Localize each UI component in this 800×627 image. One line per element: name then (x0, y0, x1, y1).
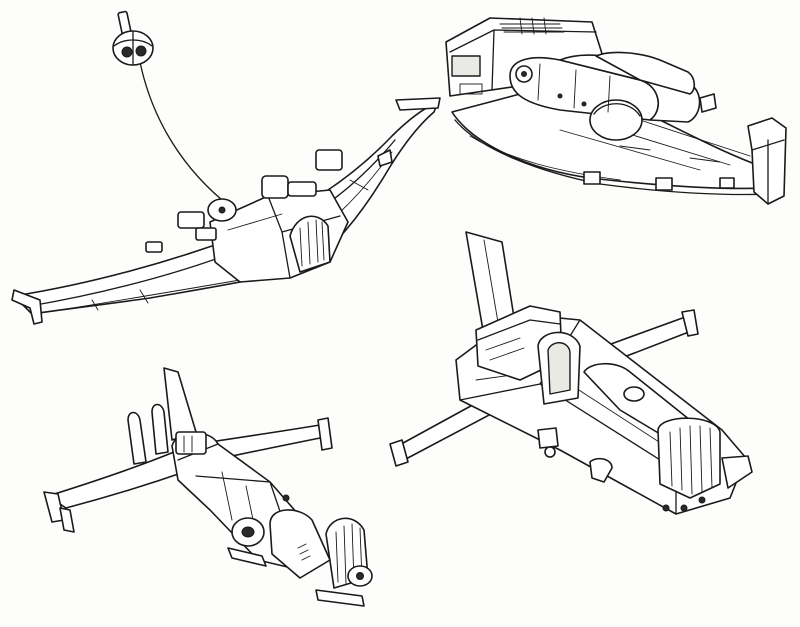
barge-front-dome (589, 99, 643, 141)
dropship-nose-grill (657, 417, 721, 499)
wing-sensor-block (315, 149, 343, 171)
tether-drone-pod (112, 10, 154, 66)
twin-tail-gunship (43, 367, 373, 607)
tethered-flying-wing (11, 10, 441, 325)
barge-bow-block (747, 117, 787, 205)
gunship-tail-pipe-left (127, 411, 147, 465)
barge-hatch (451, 55, 481, 77)
right-wingtip-fin (395, 97, 441, 111)
rotor-dropship (389, 231, 753, 515)
gunship-rotor-hub (175, 431, 207, 455)
tether-cable (139, 61, 223, 201)
barge-hull (451, 93, 773, 190)
gunship-left-wing (47, 451, 191, 509)
left-wingtip-fin (11, 289, 43, 325)
gunship-landing-skid (315, 589, 365, 607)
dorsal-engine-pod (261, 175, 289, 199)
gunship-tail-pipe-right (151, 403, 169, 455)
gunship-tail-fin (163, 367, 197, 441)
armored-hover-barge (445, 17, 787, 205)
